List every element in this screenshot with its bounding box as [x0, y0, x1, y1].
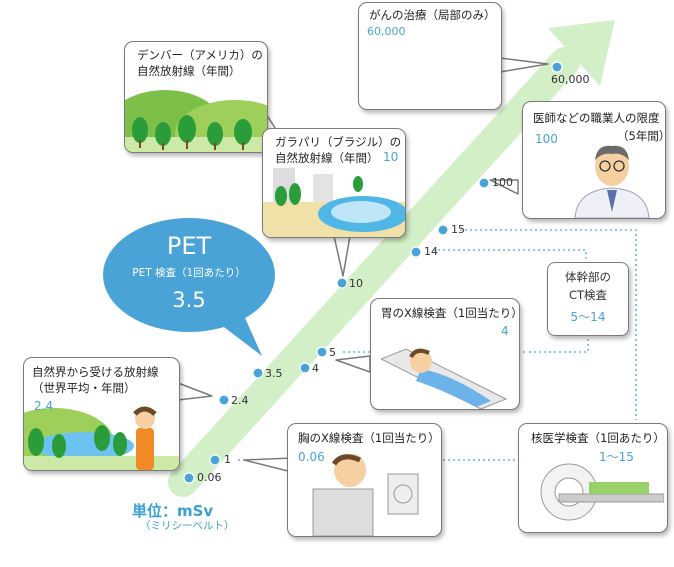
medical-worker-card-period: （5年間）	[617, 129, 666, 143]
scale-point-100	[478, 177, 490, 189]
scale-point-4	[299, 362, 311, 374]
ct-scan-box: 体幹部の CT検査 5〜14	[547, 262, 629, 336]
scale-dots	[183, 61, 563, 484]
cancer-card-value: 60,000	[367, 25, 406, 38]
scale-label-4: 4	[312, 362, 319, 375]
scale-point-5	[316, 346, 328, 358]
scale-label-0-06: 0.06	[197, 471, 222, 484]
ct-line1: 体幹部の	[565, 270, 611, 284]
unit-sublabel: （ミリシーベルト）	[140, 520, 235, 532]
natural-card-title-line2: （世界平均・年間）	[32, 381, 136, 395]
scale-point-2-4	[218, 394, 230, 406]
scale-point-10	[336, 277, 348, 289]
forest-illustration	[125, 90, 267, 152]
nuclear-card-title: 核医学検査（1回あたり）	[531, 431, 665, 445]
stomach-card-value: 4	[501, 324, 509, 338]
scanner-illustration	[540, 463, 664, 521]
chest-card-value: 0.06	[298, 450, 325, 464]
guarapari-card: ガラパリ（ブラジル）の 自然放射線（年間） 10	[262, 128, 406, 238]
scale-label-15: 15	[451, 223, 465, 236]
scale-label-3-5: 3.5	[265, 367, 283, 380]
scale-label-10: 10	[349, 277, 363, 290]
denver-card: デンバー（アメリカ）の 自然放射線（年間）	[124, 41, 268, 153]
chest-xray-illustration	[312, 454, 419, 536]
unit-label: 単位：mSv	[132, 502, 214, 520]
scale-point-14	[410, 246, 422, 258]
stomach-xray-card: 胃のX線検査（1回当たり） 4	[370, 298, 520, 410]
pet-subtitle: PET 検査（1回あたり）	[132, 267, 246, 279]
scale-label-14: 14	[424, 245, 438, 258]
chest-card-title: 胸のX線検査（1回当たり）	[298, 431, 440, 445]
guarapari-card-title-line1: ガラパリ（ブラジル）の	[275, 135, 402, 149]
scale-label-2-4: 2.4	[231, 394, 249, 407]
stomach-card-title: 胃のX線検査（1回当たり）	[381, 306, 520, 320]
scale-point-15	[437, 224, 449, 236]
denver-card-title-line1: デンバー（アメリカ）の	[137, 48, 263, 62]
scale-point-1	[209, 454, 221, 466]
scale-label-1: 1	[224, 453, 231, 466]
scale-label-60000: 60,000	[551, 73, 590, 86]
cancer-card-title: がんの治療（局部のみ）	[369, 8, 496, 22]
scale-arrow	[168, 20, 615, 497]
scale-point-3-5	[252, 367, 264, 379]
ct-line2: CT検査	[568, 288, 608, 302]
cancer-treatment-card: がんの治療（局部のみ） 60,000	[358, 2, 502, 110]
doctor-illustration	[574, 145, 650, 218]
nuclear-medicine-card: 核医学検査（1回あたり） 1〜15	[518, 423, 668, 533]
natural-radiation-card: 自然界から受ける放射線 （世界平均・年間） 2.4	[23, 357, 180, 471]
nuclear-card-value: 1〜15	[599, 450, 634, 464]
beach-illustration	[263, 168, 405, 237]
natural-card-value: 2.4	[34, 399, 54, 413]
medical-worker-card: 医師などの職業人の限度 （5年間） 100	[522, 101, 666, 219]
park-illustration	[24, 406, 179, 470]
pet-title: PET	[166, 232, 212, 260]
scale-label-5: 5	[329, 346, 336, 359]
denver-card-title-line2: 自然放射線（年間）	[137, 64, 241, 78]
scale-point-60000	[551, 61, 563, 73]
guarapari-card-title-line2: 自然放射線（年間）	[275, 151, 379, 165]
medical-worker-card-value: 100	[535, 132, 558, 146]
guarapari-card-value: 10	[383, 150, 399, 164]
scale-point-0-06	[183, 472, 195, 484]
medical-worker-card-title: 医師などの職業人の限度	[533, 111, 660, 125]
pet-bubble	[103, 218, 275, 356]
natural-card-title-line1: 自然界から受ける放射線	[32, 365, 159, 379]
pet-value: 3.5	[172, 288, 206, 312]
scale-label-100: 100	[492, 176, 513, 189]
ct-value: 5〜14	[570, 310, 606, 324]
xray-table-illustration	[381, 348, 508, 409]
chest-xray-card: 胸のX線検査（1回当たり） 0.06	[287, 423, 442, 537]
